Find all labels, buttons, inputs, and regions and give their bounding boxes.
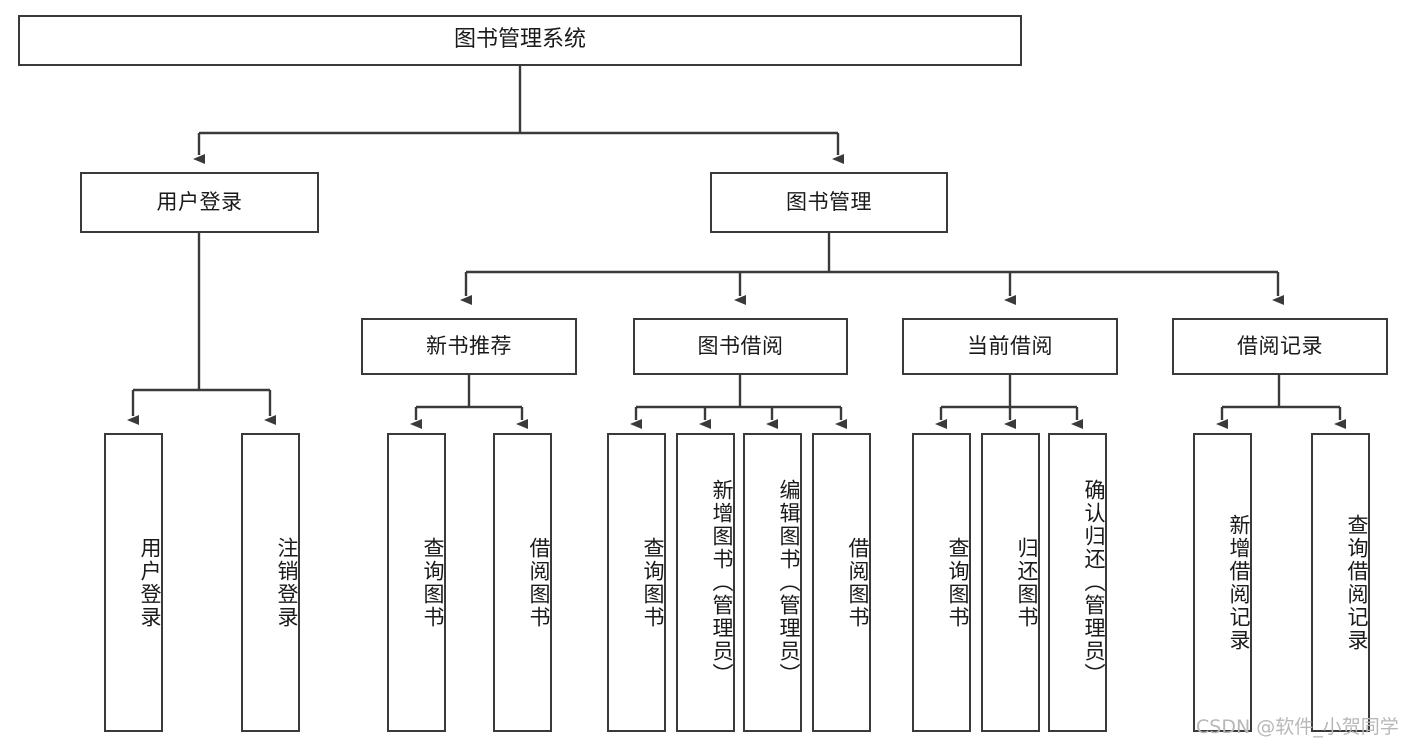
leaf-confirm-return-label: 确认归还（管理员） — [1082, 479, 1106, 686]
leaf-query-book-1[interactable]: 查询图书 — [387, 433, 446, 732]
leaf-return-book[interactable]: 归还图书 — [981, 433, 1040, 732]
node-borrow-record[interactable]: 借阅记录 — [1172, 318, 1388, 375]
leaf-edit-book[interactable]: 编辑图书（管理员） — [743, 433, 802, 732]
node-book-manage[interactable]: 图书管理 — [710, 172, 948, 233]
leaf-query-book-2-label: 查询图书 — [641, 536, 665, 629]
leaf-query-book-1-label: 查询图书 — [421, 536, 445, 629]
node-book-borrow[interactable]: 图书借阅 — [633, 318, 848, 375]
node-root-label: 图书管理系统 — [453, 27, 586, 53]
leaf-add-record-label: 新增借阅记录 — [1227, 513, 1251, 652]
node-user-login-label: 用户登录 — [156, 189, 243, 214]
leaf-query-record[interactable]: 查询借阅记录 — [1311, 433, 1370, 732]
leaf-query-book-3[interactable]: 查询图书 — [912, 433, 971, 732]
csdn-watermark: CSDN @软件_小贺同学 — [1196, 716, 1399, 738]
leaf-borrow-book-1-label: 借阅图书 — [527, 536, 551, 629]
node-current-borrow-label: 当前借阅 — [967, 333, 1053, 358]
leaf-query-book-3-label: 查询图书 — [946, 536, 970, 629]
leaf-add-book[interactable]: 新增图书（管理员） — [676, 433, 735, 732]
node-book-borrow-label: 图书借阅 — [697, 333, 784, 358]
node-current-borrow[interactable]: 当前借阅 — [902, 318, 1118, 375]
leaf-confirm-return[interactable]: 确认归还（管理员） — [1048, 433, 1107, 732]
node-new-book-rec-label: 新书推荐 — [426, 333, 512, 358]
node-borrow-record-label: 借阅记录 — [1237, 333, 1323, 358]
leaf-user-login[interactable]: 用户登录 — [104, 433, 163, 732]
leaf-logout-label: 注销登录 — [275, 536, 299, 629]
leaf-return-book-label: 归还图书 — [1015, 536, 1039, 629]
leaf-query-book-2[interactable]: 查询图书 — [607, 433, 666, 732]
leaf-borrow-book-2[interactable]: 借阅图书 — [812, 433, 871, 732]
node-new-book-rec[interactable]: 新书推荐 — [361, 318, 577, 375]
leaf-add-book-label: 新增图书（管理员） — [710, 479, 734, 686]
leaf-query-record-label: 查询借阅记录 — [1345, 513, 1369, 652]
leaf-logout[interactable]: 注销登录 — [241, 433, 300, 732]
leaf-borrow-book-2-label: 借阅图书 — [846, 536, 870, 629]
node-book-manage-label: 图书管理 — [786, 189, 872, 214]
leaf-user-login-label: 用户登录 — [138, 536, 162, 629]
leaf-edit-book-label: 编辑图书（管理员） — [777, 479, 801, 686]
node-root[interactable]: 图书管理系统 — [18, 15, 1022, 66]
leaf-add-record[interactable]: 新增借阅记录 — [1193, 433, 1252, 732]
node-user-login[interactable]: 用户登录 — [80, 172, 319, 233]
leaf-borrow-book-1[interactable]: 借阅图书 — [493, 433, 552, 732]
